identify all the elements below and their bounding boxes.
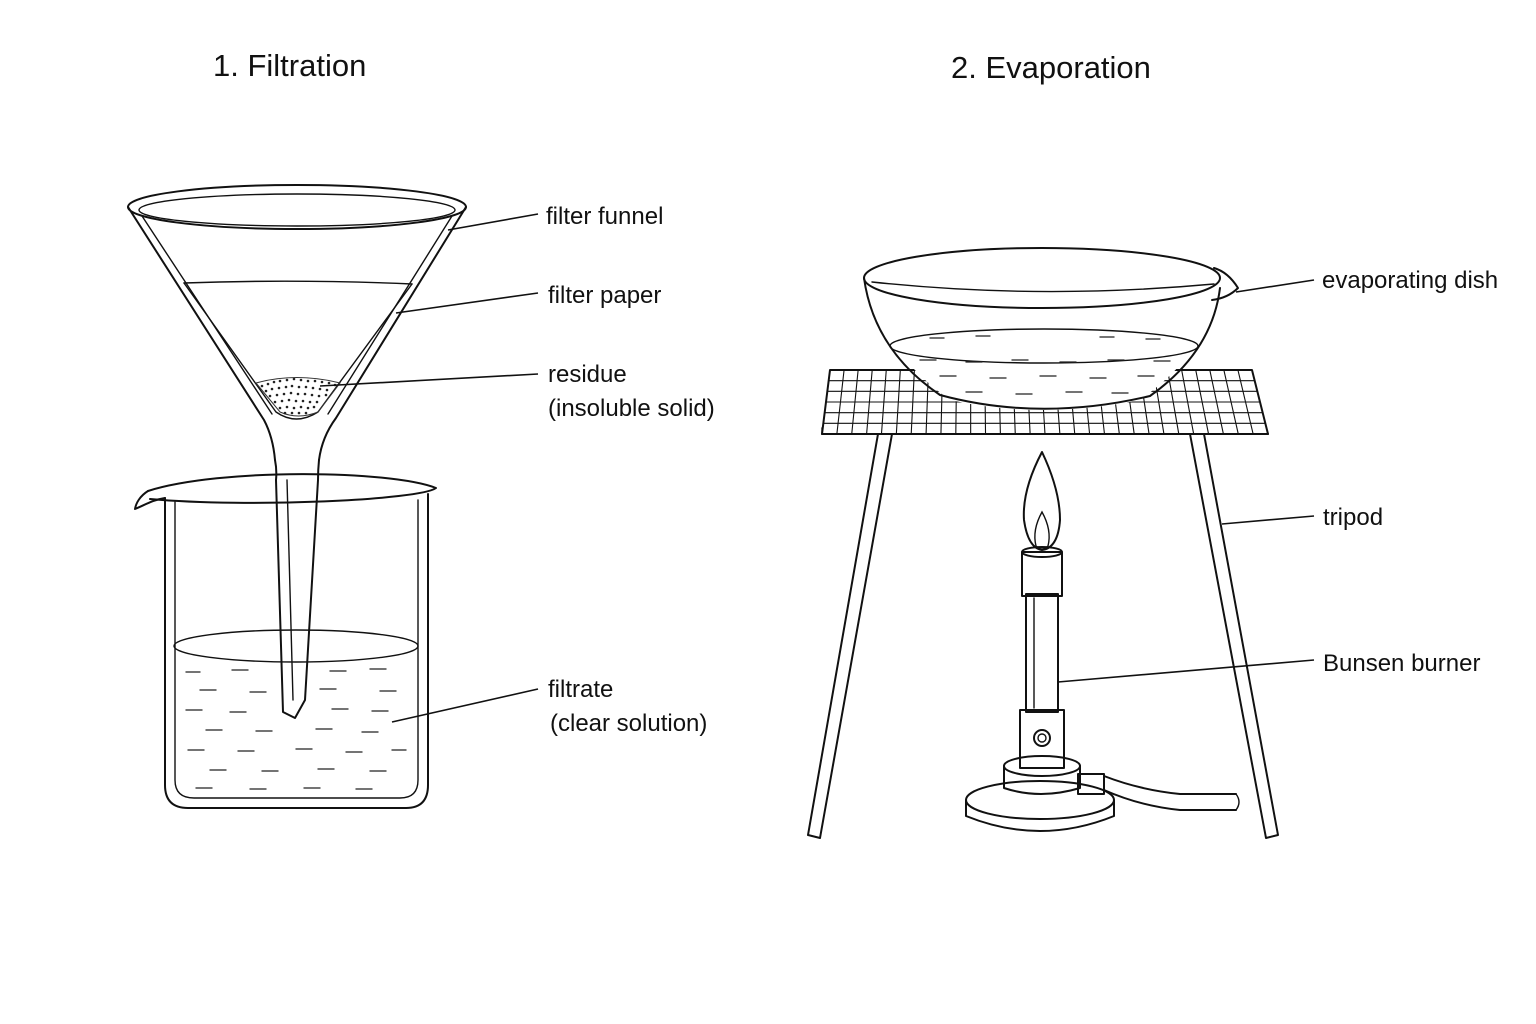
filtrate-liquid — [185, 668, 407, 790]
label-filtrate-detail: (clear solution) — [550, 710, 707, 737]
beaker — [134, 473, 437, 809]
label-filter-funnel: filter funnel — [546, 203, 663, 230]
evaporation-title: 2. Evaporation — [951, 50, 1151, 85]
dish-liquid — [919, 335, 1171, 395]
tripod — [807, 433, 1279, 839]
label-filter-paper: filter paper — [548, 282, 661, 309]
flame-icon — [1022, 451, 1061, 551]
label-bunsen-burner: Bunsen burner — [1323, 650, 1480, 677]
label-residue: residue — [548, 361, 627, 388]
label-filtrate: filtrate — [548, 676, 613, 703]
filtration-apparatus — [127, 184, 539, 809]
label-evaporating-dish: evaporating dish — [1322, 267, 1498, 294]
filtration-title: 1. Filtration — [213, 48, 366, 83]
residue — [255, 377, 341, 417]
filter-funnel — [127, 184, 467, 719]
label-residue-detail: (insoluble solid) — [548, 395, 715, 422]
evaporating-dish — [863, 247, 1239, 410]
bunsen-burner — [965, 451, 1240, 832]
label-tripod: tripod — [1323, 504, 1383, 531]
evaporation-apparatus — [807, 247, 1315, 839]
